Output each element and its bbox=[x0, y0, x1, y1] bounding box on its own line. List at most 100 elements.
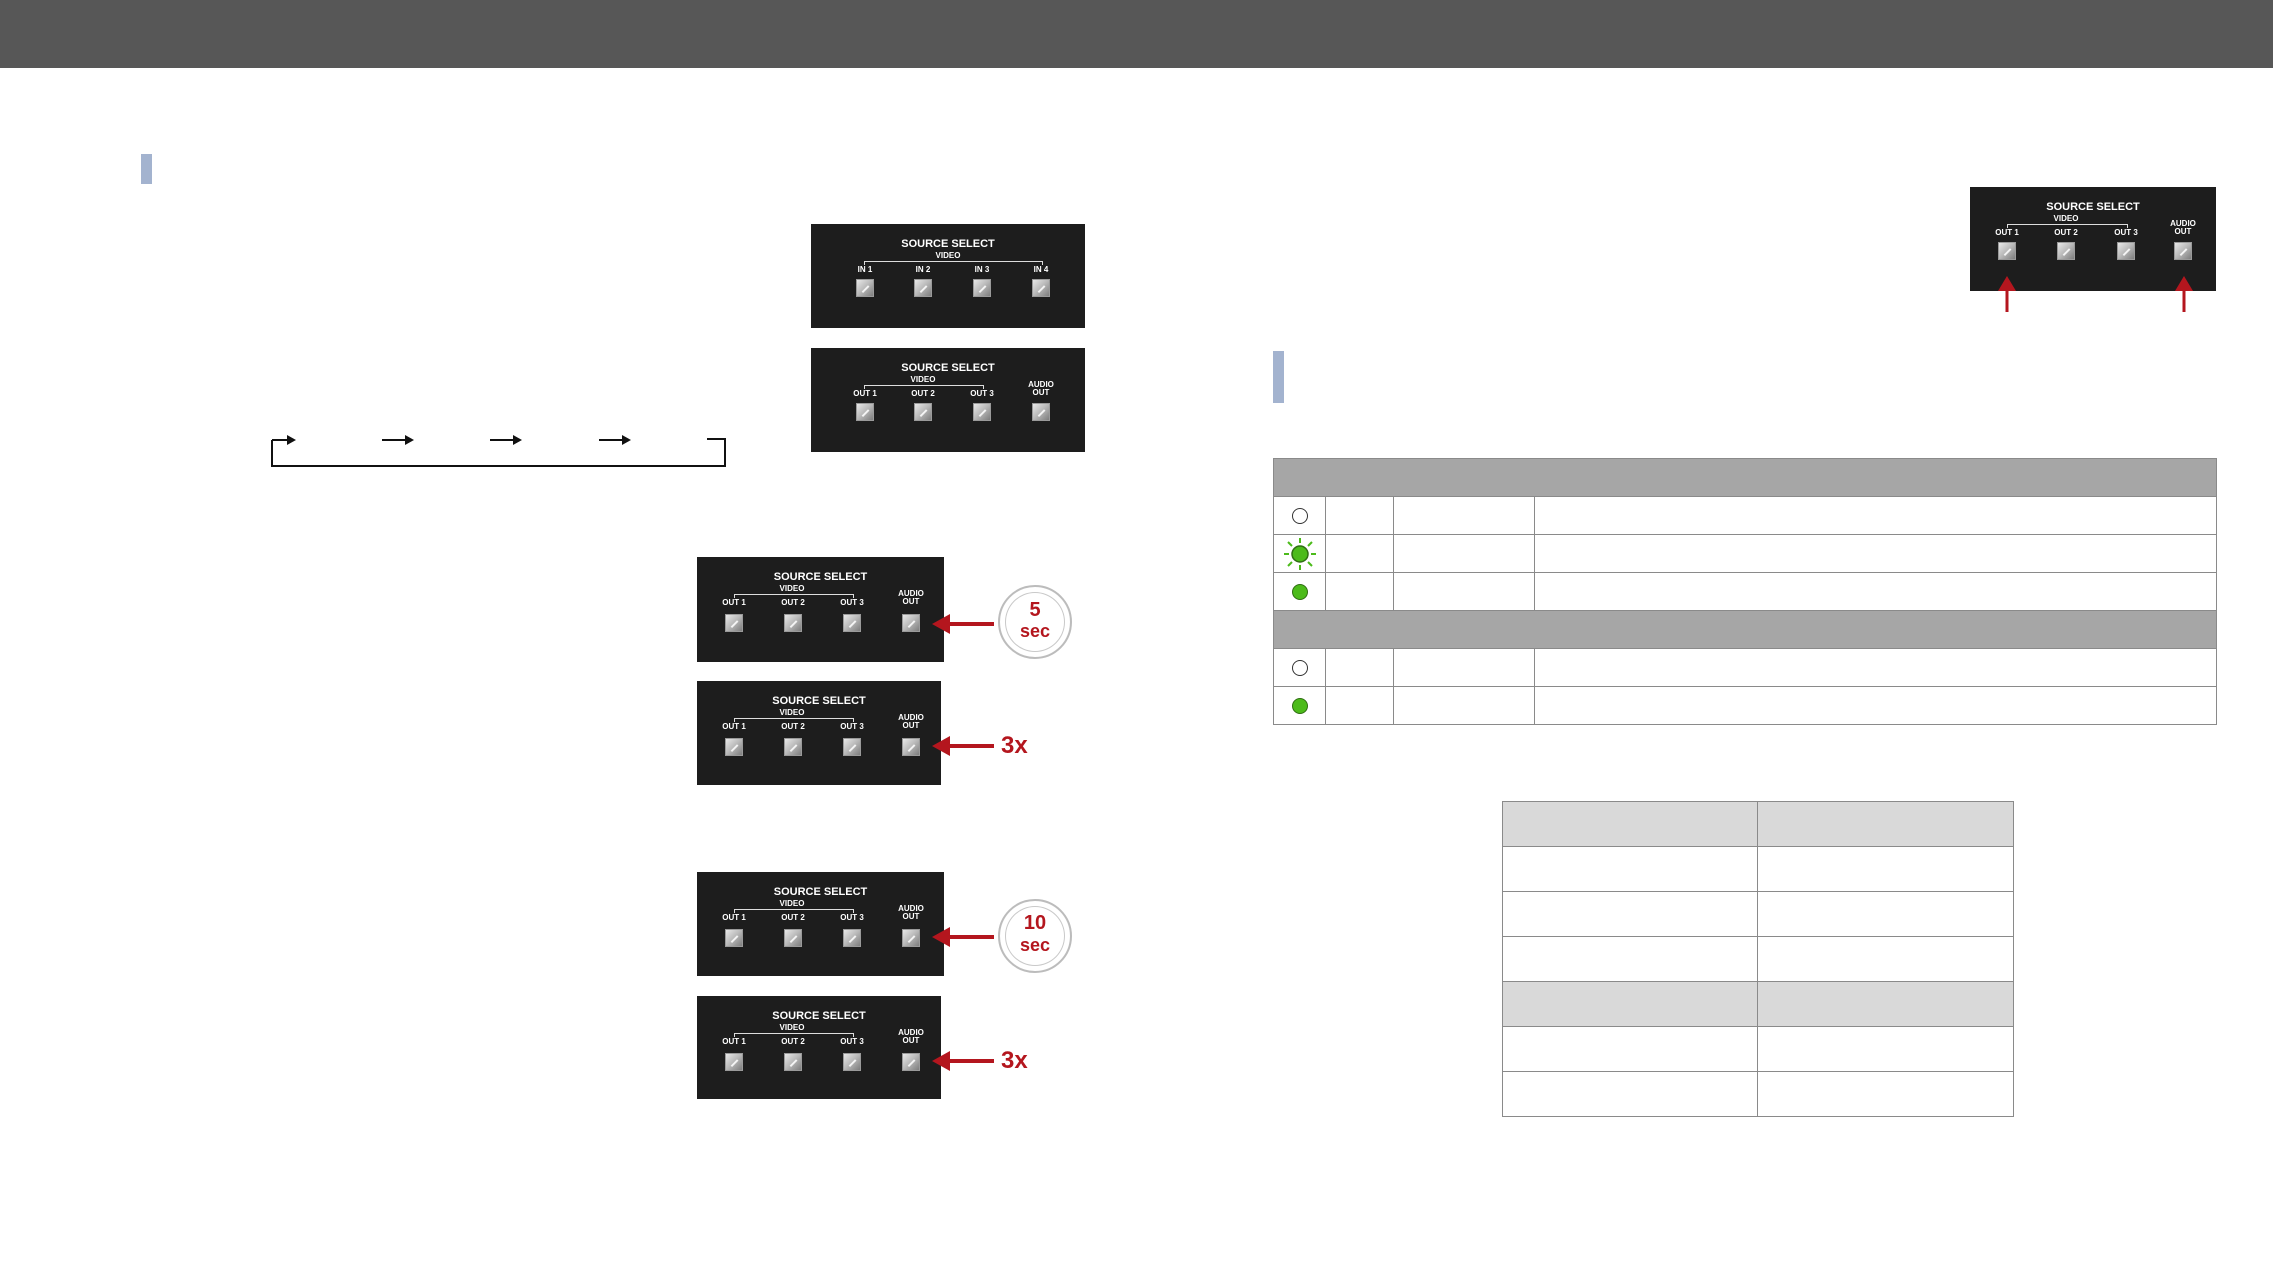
button-label: OUT 1 bbox=[1995, 228, 2019, 237]
cycle-arrowhead bbox=[287, 435, 296, 445]
input-4-button[interactable] bbox=[1032, 279, 1050, 297]
input-3-button[interactable] bbox=[973, 279, 991, 297]
output-2-button[interactable] bbox=[784, 614, 802, 632]
section-marker bbox=[1273, 351, 1284, 403]
panel-bracket bbox=[734, 718, 854, 722]
output-3-button[interactable] bbox=[973, 403, 991, 421]
header-bar bbox=[0, 0, 2273, 68]
button-label: OUT 1 bbox=[722, 913, 746, 922]
button-label: OUT 2 bbox=[781, 1037, 805, 1046]
timer-value: 5 bbox=[1029, 599, 1041, 621]
led-status-table bbox=[1273, 458, 2217, 725]
panel-title: SOURCE SELECT bbox=[772, 1010, 866, 1022]
panel-title: SOURCE SELECT bbox=[2046, 201, 2140, 213]
output-2-button[interactable] bbox=[914, 403, 932, 421]
panel-video-label: VIDEO bbox=[779, 899, 805, 908]
button-label: OUT 3 bbox=[840, 598, 864, 607]
cycle-arrowhead bbox=[513, 435, 522, 445]
button-label: OUT 1 bbox=[722, 722, 746, 731]
table-row bbox=[1502, 936, 2014, 982]
source-select-panel-hold-10: SOURCE SELECT VIDEO OUT 1 OUT 2 OUT 3 AU… bbox=[697, 872, 944, 976]
led-on-icon bbox=[1291, 697, 1308, 714]
red-arrow-icon bbox=[932, 1051, 994, 1071]
source-select-panel-outputs: SOURCE SELECT VIDEO OUT 1 OUT 2 OUT 3 AU… bbox=[811, 348, 1085, 452]
button-label: OUT 1 bbox=[722, 1037, 746, 1046]
panel-bracket bbox=[864, 385, 984, 389]
input-1-button[interactable] bbox=[856, 279, 874, 297]
button-label: OUT 3 bbox=[840, 1037, 864, 1046]
output-1-button[interactable] bbox=[725, 738, 743, 756]
led-off-icon bbox=[1291, 507, 1308, 524]
output-1-button[interactable] bbox=[725, 1053, 743, 1071]
button-label: OUT 2 bbox=[781, 913, 805, 922]
button-label: OUT 2 bbox=[781, 722, 805, 731]
press-count-label: 3x bbox=[1001, 732, 1028, 759]
panel-title: SOURCE SELECT bbox=[772, 695, 866, 707]
led-blinking-icon bbox=[1283, 537, 1316, 570]
table-row bbox=[1273, 496, 2217, 535]
red-arrow-up-icon bbox=[1998, 276, 2016, 312]
output-1-button[interactable] bbox=[725, 929, 743, 947]
table-row bbox=[1273, 534, 2217, 573]
button-label: OUT 1 bbox=[853, 389, 877, 398]
table-header-row bbox=[1502, 981, 2014, 1027]
button-label: OUT 2 bbox=[911, 389, 935, 398]
settings-table bbox=[1502, 801, 2014, 1117]
button-label: OUT 3 bbox=[840, 913, 864, 922]
source-select-panel-outputs: SOURCE SELECT VIDEO OUT 1 OUT 2 OUT 3 AU… bbox=[1970, 187, 2216, 291]
output-3-button[interactable] bbox=[843, 738, 861, 756]
output-2-button[interactable] bbox=[2057, 242, 2075, 260]
audio-out-button[interactable] bbox=[2174, 242, 2192, 260]
table-header-row bbox=[1502, 801, 2014, 847]
audio-out-button[interactable] bbox=[902, 1053, 920, 1071]
button-label: IN 3 bbox=[974, 265, 990, 274]
output-3-button[interactable] bbox=[843, 1053, 861, 1071]
output-2-button[interactable] bbox=[784, 1053, 802, 1071]
red-arrow-icon bbox=[932, 736, 994, 756]
panel-title: SOURCE SELECT bbox=[773, 886, 868, 898]
table-group-header bbox=[1273, 610, 2217, 649]
red-arrow-up-icon bbox=[2175, 276, 2193, 312]
panel-title: SOURCE SELECT bbox=[773, 571, 868, 583]
section-marker bbox=[141, 154, 152, 184]
output-3-button[interactable] bbox=[843, 929, 861, 947]
table-row bbox=[1502, 1026, 2014, 1072]
output-2-button[interactable] bbox=[784, 738, 802, 756]
table-row bbox=[1502, 891, 2014, 937]
output-3-button[interactable] bbox=[843, 614, 861, 632]
table-row bbox=[1273, 648, 2217, 687]
panel-title: SOURCE SELECT bbox=[901, 362, 995, 374]
output-1-button[interactable] bbox=[1998, 242, 2016, 260]
input-2-button[interactable] bbox=[914, 279, 932, 297]
audio-out-button[interactable] bbox=[902, 614, 920, 632]
led-on-icon bbox=[1291, 583, 1308, 600]
cycle-loop bbox=[271, 438, 726, 467]
press-count-label: 3x bbox=[1001, 1047, 1028, 1074]
panel-bracket bbox=[734, 909, 854, 913]
button-label: OUT 3 bbox=[840, 722, 864, 731]
panel-video-label: VIDEO bbox=[2053, 214, 2079, 223]
led-off-icon bbox=[1291, 659, 1308, 676]
output-1-button[interactable] bbox=[856, 403, 874, 421]
output-1-button[interactable] bbox=[725, 614, 743, 632]
panel-video-label: VIDEO bbox=[935, 251, 961, 260]
table-group-header bbox=[1273, 458, 2217, 497]
audio-out-button[interactable] bbox=[1032, 403, 1050, 421]
output-2-button[interactable] bbox=[784, 929, 802, 947]
output-3-button[interactable] bbox=[2117, 242, 2135, 260]
panel-bracket bbox=[2007, 224, 2128, 228]
panel-video-label: VIDEO bbox=[779, 708, 805, 717]
panel-video-label: VIDEO bbox=[779, 1023, 805, 1032]
timer-unit: sec bbox=[1019, 621, 1051, 641]
audio-out-button[interactable] bbox=[902, 738, 920, 756]
panel-title: SOURCE SELECT bbox=[901, 238, 995, 250]
audio-out-button[interactable] bbox=[902, 929, 920, 947]
source-select-panel-press-3x: SOURCE SELECT VIDEO OUT 1 OUT 2 OUT 3 AU… bbox=[697, 681, 941, 785]
table-row bbox=[1273, 572, 2217, 611]
button-label: IN 4 bbox=[1033, 265, 1049, 274]
source-select-panel-press-3x: SOURCE SELECT VIDEO OUT 1 OUT 2 OUT 3 AU… bbox=[697, 996, 941, 1099]
